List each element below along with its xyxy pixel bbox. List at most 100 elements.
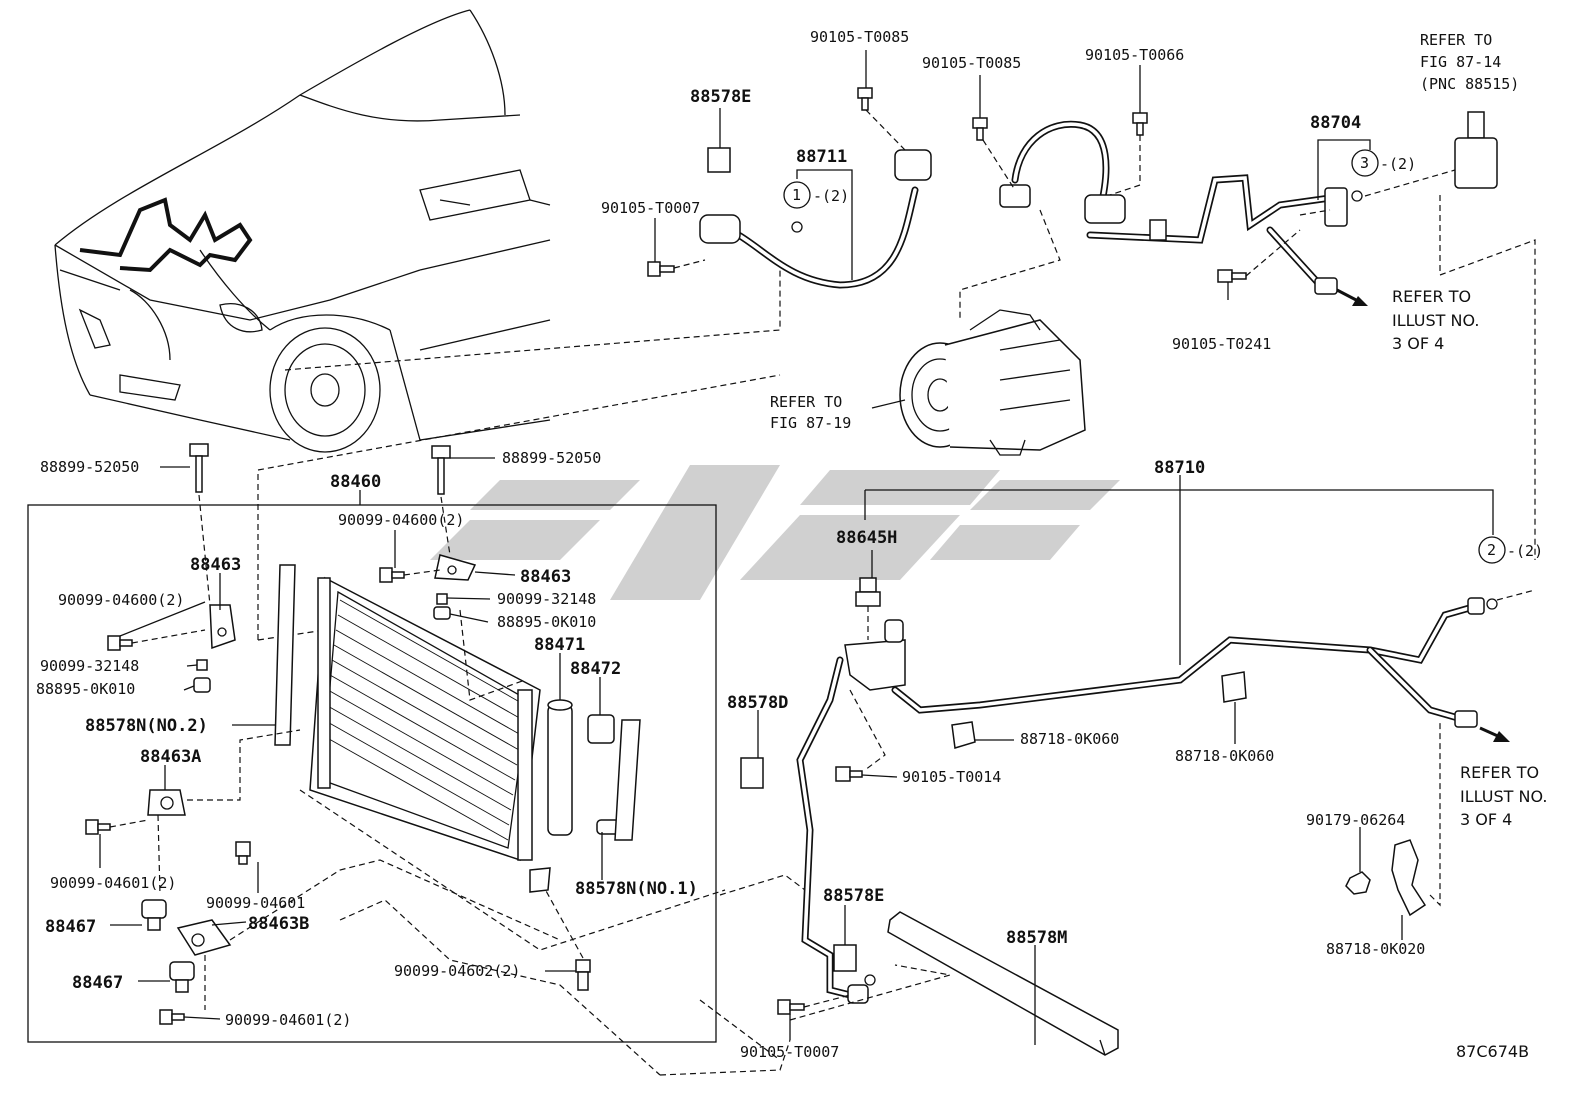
seal-88578M-shape	[887, 911, 1119, 1056]
label-90105-T0014: 90105-T0014	[902, 768, 1001, 786]
label-88471: 88471	[534, 635, 585, 655]
label-90179-06264: 90179-06264	[1306, 811, 1405, 829]
bracket-88463A-shape	[147, 789, 186, 816]
label-90099-32148-a: 90099-32148	[497, 590, 596, 608]
callout-2-qty: -(2)	[1507, 542, 1543, 560]
watermark-logo	[430, 465, 1120, 600]
label-refer-illust-a-line3: 3 OF 4	[1392, 334, 1444, 353]
bolt-90099-04600-b-shape	[107, 635, 133, 651]
washer-90099-32148-a-shape	[436, 593, 448, 605]
label-90099-04601-2-b: 90099-04601(2)	[225, 1011, 351, 1029]
condenser-group-frame	[27, 504, 717, 1043]
label-88718-0K060-a: 88718-0K060	[1020, 730, 1119, 748]
bolt-88899-52050-left-shape	[189, 443, 209, 493]
washer-90099-32148-b-shape	[196, 659, 208, 671]
mount-88467-b-shape	[169, 961, 195, 993]
pressure-block-shape	[844, 619, 906, 691]
receiver-88471-shape	[547, 699, 573, 836]
label-88463B: 88463B	[248, 914, 309, 934]
bracket-88463-left-shape	[209, 604, 236, 650]
label-88899-52050-a: 88899-52050	[40, 458, 139, 476]
label-88718-0K020: 88718-0K020	[1326, 940, 1425, 958]
label-90099-04600-2-b: 90099-04600(2)	[58, 591, 184, 609]
bracket-lower-right-shape	[529, 867, 551, 893]
callout-1-number: 1	[792, 186, 801, 204]
label-88578N-no1: 88578N(NO.1)	[575, 879, 698, 899]
mount-88467-a-shape	[141, 899, 167, 931]
label-refer-fig-87-14-line2: FIG 87-14	[1420, 53, 1501, 71]
label-refer-fig-87-14-line3: (PNC 88515)	[1420, 75, 1519, 93]
label-88718-0K060-b: 88718-0K060	[1175, 747, 1274, 765]
label-90099-04601: 90099-04601	[206, 894, 305, 912]
label-88578E-bottom: 88578E	[823, 886, 884, 906]
callout-3-circle	[1351, 149, 1379, 177]
clamp-88718-0K060-a-shape	[951, 721, 976, 749]
label-refer-fig-87-19-line1: REFER TO	[770, 393, 842, 411]
grommet-88895-0K010-a-shape	[433, 606, 451, 620]
label-90099-04602-2: 90099-04602(2)	[394, 962, 520, 980]
label-88578E-top: 88578E	[690, 87, 751, 107]
nut-90179-06264-shape	[1345, 871, 1371, 895]
filter-88472-shape	[587, 714, 615, 744]
pressure-switch-88645H-shape	[855, 577, 881, 607]
bolt-90105-T0007-bottom-shape	[777, 999, 805, 1015]
label-refer-illust-b-line3: 3 OF 4	[1460, 810, 1512, 829]
label-88467-a: 88467	[45, 917, 96, 937]
label-88710: 88710	[1154, 458, 1205, 478]
condenser-88460-shape	[309, 576, 541, 862]
bolt-90105-T0085-b-shape	[972, 117, 988, 141]
callout-1-qty: -(2)	[813, 187, 849, 205]
label-refer-fig-87-14-line1: REFER TO	[1420, 31, 1492, 49]
label-90105-T0007-top: 90105-T0007	[601, 199, 700, 217]
bolt-90099-04602-2-shape	[575, 959, 591, 991]
label-88895-0K010-a: 88895-0K010	[497, 613, 596, 631]
hose-88704-shape	[999, 120, 1348, 295]
label-88463-b: 88463	[520, 567, 571, 587]
label-88463A: 88463A	[140, 747, 201, 767]
label-90099-32148-b: 90099-32148	[40, 657, 139, 675]
label-refer-illust-b-line2: ILLUST NO.	[1460, 787, 1547, 806]
label-88467-b: 88467	[72, 973, 123, 993]
bolt-90099-04601-shape	[235, 841, 251, 865]
label-88472: 88472	[570, 659, 621, 679]
bolt-90099-04601-2-a-shape	[85, 819, 111, 835]
label-88578M: 88578M	[1006, 928, 1067, 948]
pad-88578E-bottom-shape	[833, 944, 857, 972]
bolt-90105-T0085-a-shape	[857, 87, 873, 111]
vehicle-ac-routing-highlight	[79, 197, 253, 273]
label-90105-T0241: 90105-T0241	[1172, 335, 1271, 353]
bolt-90099-04601-2-b-shape	[159, 1009, 185, 1025]
callout-2-number: 2	[1487, 541, 1496, 559]
clamp-88718-0K020-shape	[1391, 839, 1427, 917]
label-88460: 88460	[330, 472, 381, 492]
callout-3-number: 3	[1360, 154, 1369, 172]
figure-code: 87C674B	[1456, 1042, 1529, 1061]
bracket-88463B-shape	[176, 919, 232, 956]
label-90105-T0066: 90105-T0066	[1085, 46, 1184, 64]
bolt-88899-52050-right-shape	[431, 445, 451, 495]
bolt-90105-T0066-shape	[1132, 112, 1148, 136]
callout-2-circle	[1478, 536, 1506, 564]
compressor-shape	[899, 309, 1086, 456]
label-88899-52050-b: 88899-52050	[502, 449, 601, 467]
label-refer-fig-87-19-line2: FIG 87-19	[770, 414, 851, 432]
label-refer-illust-a-line1: REFER TO	[1392, 287, 1471, 306]
bolt-90099-04600-a-shape	[379, 567, 405, 583]
label-refer-illust-a-line2: ILLUST NO.	[1392, 311, 1479, 330]
expansion-valve-shape	[1454, 111, 1498, 189]
label-refer-illust-b-line1: REFER TO	[1460, 763, 1539, 782]
label-90105-T0085-b: 90105-T0085	[922, 54, 1021, 72]
hose-88711-shape	[699, 149, 932, 289]
label-88704: 88704	[1310, 113, 1361, 133]
clamp-88718-0K060-b-shape	[1221, 671, 1247, 703]
pad-88578D-shape	[740, 757, 764, 789]
label-88578N-no2: 88578N(NO.2)	[85, 716, 208, 736]
label-88463-a: 88463	[190, 555, 241, 575]
label-90099-04601-2-a: 90099-04601(2)	[50, 874, 176, 892]
grommet-88895-0K010-b-shape	[193, 677, 211, 693]
seal-88578N-no2-shape	[274, 564, 296, 746]
pipe-88710-shape	[796, 597, 1485, 1004]
bolt-90105-T0014-shape	[835, 766, 863, 782]
label-90105-T0085-a: 90105-T0085	[810, 28, 909, 46]
